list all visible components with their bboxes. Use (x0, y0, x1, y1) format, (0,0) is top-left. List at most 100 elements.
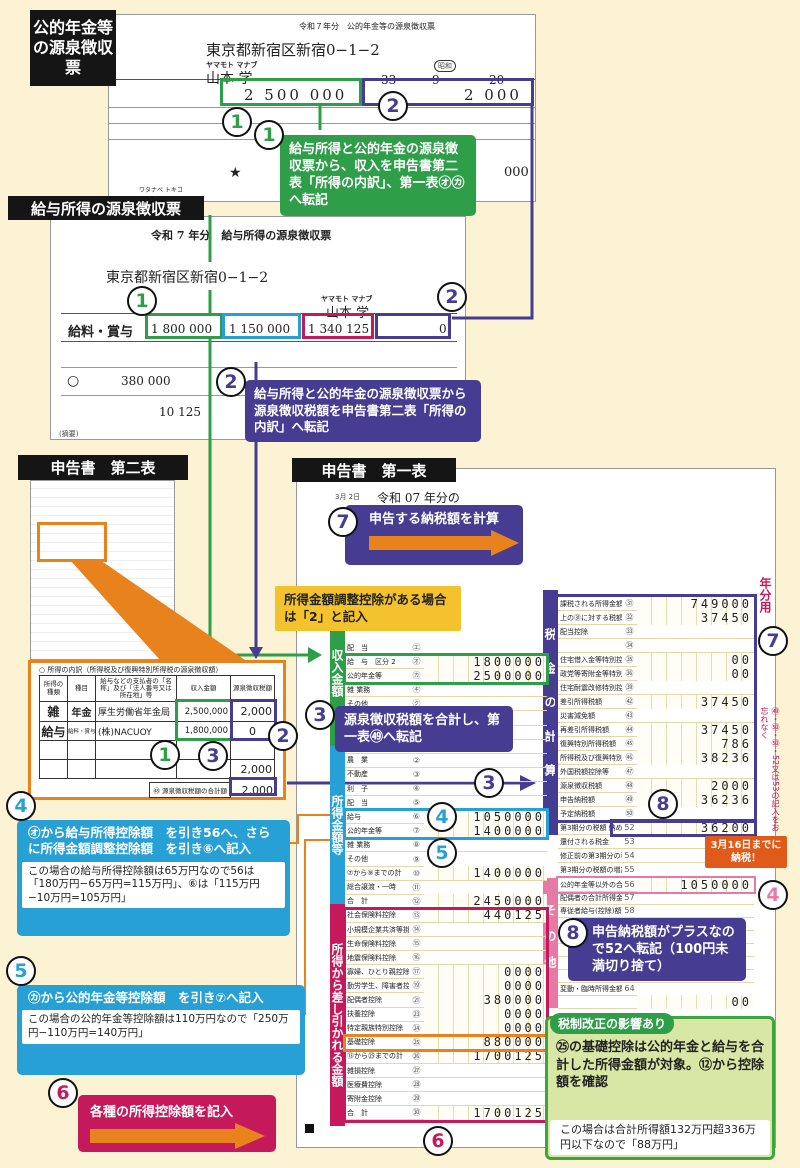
purple-line-pension (452, 106, 534, 320)
step-1-marker: 1 (222, 107, 252, 137)
row-value: 1700125 (424, 1049, 547, 1064)
form-row (558, 969, 754, 983)
row-label: その他 (347, 855, 368, 863)
pension-payment: 2 500 000 (244, 86, 348, 104)
step-6-marker: 6 (48, 1078, 78, 1108)
form2-total-highlight (229, 777, 277, 796)
orange-arrow-icon (90, 1123, 265, 1149)
step-7-marker: 7 (758, 626, 788, 656)
table-header-row: 所得の種類 種目 給与などの支払者の「名称」及び「法人番号又は所在地」等 収入金… (39, 675, 275, 702)
row-number: ㉛ (625, 599, 634, 608)
row-value: 786 (637, 736, 754, 751)
form2-withholding-highlight (230, 699, 277, 741)
row-value: 440125 (424, 908, 547, 923)
step-6-marker: 6 (423, 1126, 453, 1156)
non-pension-income-highlight (556, 876, 756, 894)
row-label: 差引所得税額 (560, 697, 602, 706)
row-label: 配当控除 (560, 627, 588, 636)
row-number: ㊽ (625, 781, 634, 790)
orange-line-5 (304, 839, 332, 1015)
step-8-marker: 8 (558, 918, 588, 948)
salary-after-deduction: 1 150 000 (229, 322, 291, 336)
row-label: 所得税及び復興特別所得税の額 (560, 753, 622, 762)
form2-section-title: ○ 所得の内訳（所得税及び復興特別所得税の源泉徴収額） (39, 666, 223, 674)
row-label: 小規模企業共済等掛金控除 (347, 925, 409, 934)
row-number: ⑦ (412, 826, 421, 836)
row-label: 寄附金控除 (347, 1094, 382, 1103)
row-label: 公的年金等 (347, 826, 382, 835)
cell: 年金 (67, 701, 96, 722)
row-number: ⑭ (412, 925, 421, 934)
row-label: ⑬から㉕までの計 (347, 1052, 403, 1061)
row-label: 寡婦、ひとり親控除 (347, 967, 409, 976)
row-number: 58 (624, 906, 635, 915)
form-row (345, 740, 547, 754)
row-label: 地震保険料控除 (347, 953, 396, 962)
row-number: ㊺ (625, 739, 634, 748)
row-label: 還付される税金 (560, 837, 609, 846)
row-number: ㋗ (412, 699, 421, 709)
step-2-marker: 2 (268, 721, 298, 751)
row-label: 合 計 (347, 1108, 368, 1117)
row-number: ㉑ (412, 995, 421, 1005)
salary-payment: 1 800 000 (151, 322, 213, 336)
row-value: 1050000 (637, 877, 754, 892)
row-number: ㊴ (625, 683, 634, 692)
pension-withholding: 2 000 (464, 86, 522, 104)
row-number: ④ (412, 784, 421, 793)
form-row: 所得税及び復興特別所得税の額㊻38236 (558, 750, 754, 765)
cell: 給料・賞与 (67, 721, 96, 741)
row-label: 公的年金等以外の合計所得金額 (560, 880, 622, 889)
row-label: 第3期分の税額の増加額 (560, 865, 622, 874)
step-5-marker: 5 (427, 838, 457, 868)
column-header: 源泉徴収税額 (230, 675, 275, 702)
row-number: ㊹ (625, 725, 634, 734)
row-value: 36200 (637, 820, 754, 835)
row-number: ⑰ (412, 967, 421, 977)
pension-payment-highlight (220, 78, 362, 106)
row-number: ㊿ (625, 809, 634, 818)
salary-slip-title: 令和 7 年分 給与所得の源泉徴収票 (151, 229, 332, 242)
form-row: 00 (558, 994, 754, 1009)
row-number: ㋔ (412, 657, 421, 667)
salary-payment-highlight (145, 313, 223, 339)
table-row: 給与 給料・賞与 (株)NACUOY 1,800,000 0 (39, 721, 275, 741)
corner-marker (305, 1124, 314, 1133)
cell: 給与 (39, 721, 68, 741)
side-note: ㊾・㊿・㊿・52又は53の記入をお忘れなく (760, 707, 780, 832)
row-label: 専従者給与(控除)額の合計額 (560, 906, 622, 915)
row-number: ⑧ (412, 840, 421, 850)
pension-furigana: ヤマモト マナブ (206, 61, 258, 69)
row-value: 00 (637, 666, 754, 681)
row-label: 住宅耐震改修特別控除等 (560, 683, 622, 692)
row-number: 57 (624, 893, 635, 902)
row-label: 配偶者の合計所得金額 (560, 893, 622, 902)
row-label: 上の㉛に対する税額 (560, 613, 622, 622)
row-label: 社会保険料控除 (347, 911, 396, 920)
row-number: ㋕ (412, 671, 421, 681)
callout-3: 源泉徴収税額を合計し、第一表㊾へ転記 (335, 706, 513, 753)
form-row: 雑 業務㋖ (345, 683, 547, 698)
row-value: 880000 (424, 1035, 547, 1050)
row-value: 2450000 (424, 894, 547, 909)
row-value: 0000 (424, 978, 547, 993)
form-row: 勤労学生、障害者控除⑲0000 (345, 978, 547, 994)
callout-7: 申告する納税額を計算 (345, 505, 523, 565)
row-label: 利 子 (347, 784, 368, 793)
row-value: 380000 (424, 993, 547, 1007)
row-number: ㉝ (625, 627, 634, 636)
row-label: 雑 業務 (347, 685, 371, 694)
row-number: ㉜ (625, 613, 634, 622)
row-number: ⑨ (412, 854, 421, 864)
row-label: 変動・臨時所得金額 (560, 984, 622, 993)
